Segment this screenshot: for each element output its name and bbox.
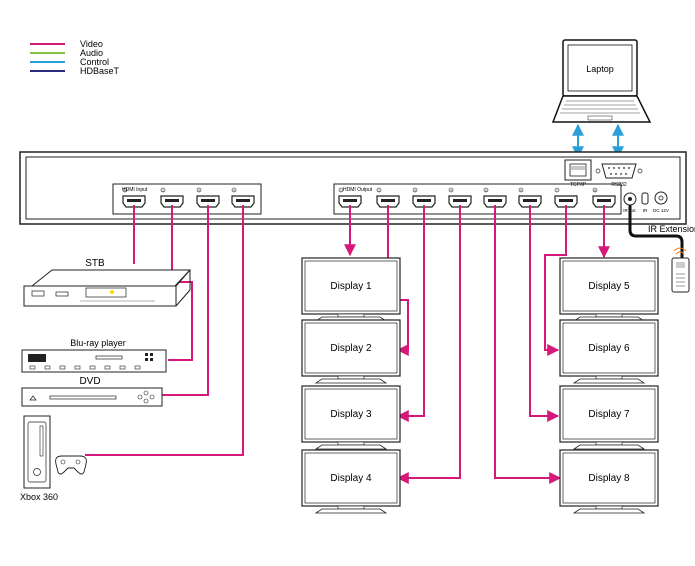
hdmi-output-port-number: 4 xyxy=(450,189,452,193)
display-3: Display 3 xyxy=(301,385,401,450)
output-video-lines xyxy=(344,205,610,484)
display-2: Display 2 xyxy=(301,319,401,384)
hdmi-output-port-number: 2 xyxy=(378,189,380,193)
hdmi-input-port-number: 2 xyxy=(162,189,164,193)
legend-item-audio: Audio xyxy=(30,48,103,58)
display-label: Display 5 xyxy=(588,281,630,292)
hdmi-output-port-7: 7 xyxy=(554,187,578,208)
hdmi-input-panel: HDMI Input 1 2 3 4 xyxy=(112,183,262,215)
stb-device: STB xyxy=(23,258,192,307)
hdmi-input-port-number: 1 xyxy=(124,189,126,193)
input-video-lines xyxy=(85,205,244,456)
legend-item-hdbaset: HDBaseT xyxy=(30,66,120,76)
hdmi-output-label: HDMI Output xyxy=(343,187,373,193)
hdmi-input-port-number: 3 xyxy=(198,189,200,193)
hdmi-output-port-6: 6 xyxy=(518,187,542,208)
legend: Video Audio Control HDBaseT xyxy=(30,39,120,76)
bluray-device: Blu-ray player xyxy=(21,338,167,373)
ir-extension-label: IR Extension xyxy=(648,224,695,234)
laptop: Laptop xyxy=(551,39,652,123)
hdmi-input-port-2: 2 xyxy=(160,187,184,208)
hdmi-output-port-4: 4 xyxy=(448,187,472,208)
display-label: Display 7 xyxy=(588,409,630,420)
xbox-label: Xbox 360 xyxy=(20,492,58,502)
display-1: Display 1 xyxy=(301,257,401,322)
display-7: Display 7 xyxy=(559,385,659,450)
stb-label: STB xyxy=(85,258,105,269)
xbox-device: Xbox 360 xyxy=(20,415,87,502)
tcpip-port: TCP/IP xyxy=(564,159,592,188)
hdmi-output-port-number: 1 xyxy=(340,189,342,193)
ir-extension: IR Extension xyxy=(628,205,695,293)
hdmi-output-panel: HDMI Output 1 2 3 4 5 6 7 8 xyxy=(333,183,622,215)
hdmi-input-port-1: 1 xyxy=(122,187,146,208)
legend-label: Video xyxy=(80,39,103,49)
hdmi-output-port-number: 7 xyxy=(556,189,558,193)
display-label: Display 1 xyxy=(330,281,372,292)
display-4: Display 4 xyxy=(301,449,401,514)
hdmi-input-label: HDMI Input xyxy=(122,187,148,193)
dc-label: DC 12V xyxy=(653,208,669,213)
hdmi-output-port-3: 3 xyxy=(412,187,436,208)
displays: Display 1 Display 2 Display 3 Display 4 Disp… xyxy=(301,257,659,514)
ir-label: IR xyxy=(643,208,648,213)
hdmi-output-port-number: 3 xyxy=(414,189,416,193)
display-label: Display 8 xyxy=(588,473,630,484)
hdmi-input-port-3: 3 xyxy=(196,187,220,208)
hdmi-output-port-number: 6 xyxy=(520,189,522,193)
hdmi-input-port-number: 4 xyxy=(233,189,235,193)
hdmi-output-port-number: 8 xyxy=(594,189,596,193)
dc-power-port: DC 12V xyxy=(653,191,669,213)
display-label: Display 6 xyxy=(588,343,630,354)
display-label: Display 3 xyxy=(330,409,372,420)
display-8: Display 8 xyxy=(559,449,659,514)
hdmi-output-port-1: 1 xyxy=(338,187,362,208)
hdmi-output-port-2: 2 xyxy=(376,187,400,208)
hdmi-output-port-number: 5 xyxy=(485,189,487,193)
ir-window: IR xyxy=(641,192,649,213)
hdmi-output-port-5: 5 xyxy=(483,187,507,208)
matrix-switcher: HDMI Input 1 2 3 4 HDMI Output 1 2 3 4 5 6 7 8 TCP… xyxy=(19,151,687,225)
hdmi-input-port-4: 4 xyxy=(231,187,255,208)
dvd-device: DVD xyxy=(21,376,163,407)
legend-label: Audio xyxy=(80,48,103,58)
rs232-port: RS232 xyxy=(595,163,643,188)
legend-label: Control xyxy=(80,57,109,67)
legend-item-control: Control xyxy=(30,57,109,67)
rs232-label: RS232 xyxy=(611,182,627,188)
legend-item-video: Video xyxy=(30,39,103,49)
dvd-label: DVD xyxy=(79,376,100,387)
display-6: Display 6 xyxy=(559,319,659,384)
hdmi-output-port-8: 8 xyxy=(592,187,616,208)
display-5: Display 5 xyxy=(559,257,659,322)
tcpip-label: TCP/IP xyxy=(570,182,587,188)
legend-label: HDBaseT xyxy=(80,66,120,76)
display-label: Display 2 xyxy=(330,343,372,354)
display-label: Display 4 xyxy=(330,473,372,484)
laptop-label: Laptop xyxy=(586,64,614,74)
bluray-label: Blu-ray player xyxy=(70,338,126,348)
